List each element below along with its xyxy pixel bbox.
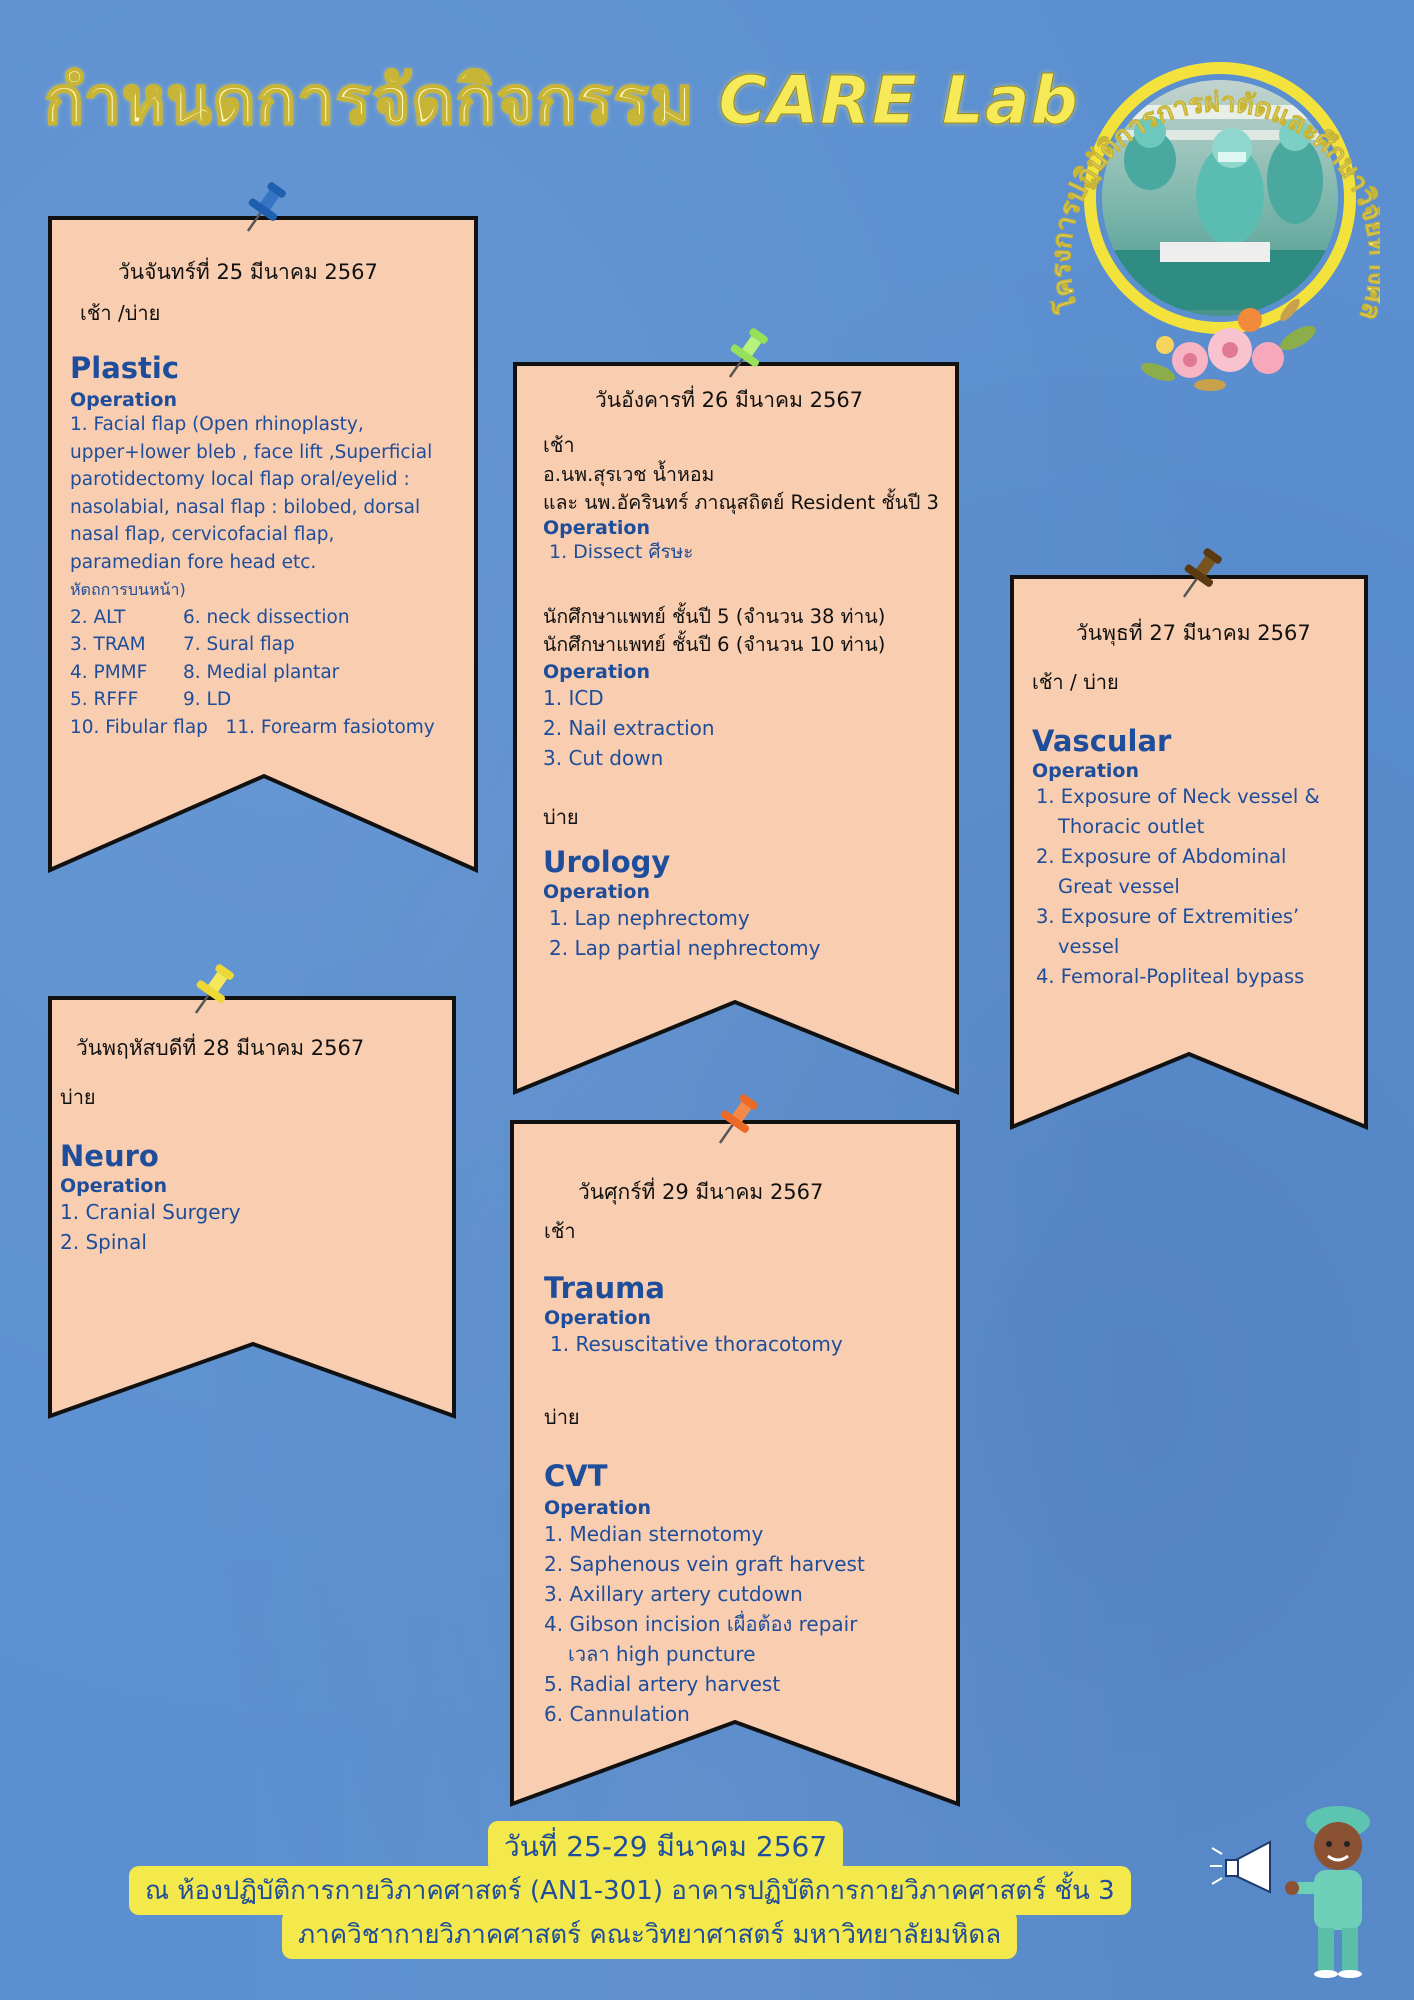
monday-item: 2. ALT: [70, 606, 126, 628]
friday-operation-label: Operation: [544, 1497, 652, 1519]
friday-item: 3. Axillary artery cutdown: [544, 1582, 803, 1606]
monday-time: เช้า /บ่าย: [80, 301, 161, 325]
tuesday-afternoon: บ่าย: [543, 804, 579, 829]
tuesday-item: 1. Lap nephrectomy: [549, 905, 750, 930]
title-thai: กำหนดการจัดกิจกรรม: [43, 61, 695, 140]
tuesday-morning: เช้า: [543, 433, 575, 457]
friday-item: 6. Cannulation: [544, 1702, 690, 1726]
card-monday-shape: [48, 216, 478, 874]
friday-item: 2. Saphenous vein graft harvest: [544, 1552, 865, 1576]
monday-operation-label: Operation: [70, 389, 178, 411]
tuesday-dept: Urology: [543, 844, 671, 879]
thursday-item: 2. Spinal: [60, 1230, 147, 1254]
card-tuesday: วันอังคารที่ 26 มีนาคม 2567 เช้า อ.นพ.สุ…: [513, 362, 959, 1096]
friday-operation-label: Operation: [544, 1307, 652, 1329]
tuesday-date: วันอังคารที่ 26 มีนาคม 2567: [595, 388, 864, 412]
page-title: กำหนดการจัดกิจกรรม CARE Lab: [43, 48, 1079, 153]
monday-item: 9. LD: [183, 689, 232, 710]
monday-item: 3. TRAM: [70, 634, 146, 655]
wednesday-item: 3. Exposure of Extremities’: [1036, 905, 1300, 928]
title-brand: CARE Lab: [718, 62, 1079, 140]
project-emblem: โครงการปฏิบัติการการผ่าตัดและศึกษาวิจัยท…: [1040, 20, 1380, 420]
monday-line: paramedian fore head etc.: [70, 551, 317, 573]
thursday-dept: Neuro: [60, 1139, 159, 1173]
pushpin-icon: [1182, 548, 1222, 598]
card-friday: วันศุกร์ที่ 29 มีนาคม 2567 เช้า Trauma O…: [510, 1120, 962, 1810]
monday-line: 1. Facial flap (Open rhinoplasty,: [70, 414, 364, 435]
wednesday-item: 4. Femoral-Popliteal bypass: [1036, 965, 1305, 988]
tuesday-item: 1. Dissect ศีรษะ: [549, 541, 694, 563]
monday-dept: Plastic: [70, 351, 180, 385]
friday-dept-cvt: CVT: [544, 1459, 608, 1493]
footer-department: ภาควิชากายวิภาคศาสตร์ คณะวิทยาศาสตร์ มหา…: [282, 1910, 1018, 1959]
monday-line: upper+lower bleb , face lift ,Superficia…: [70, 441, 433, 463]
monday-item: 5. RFFF: [70, 689, 139, 710]
monday-item: 4. PMMF: [70, 661, 148, 683]
megaphone-icon: [1210, 1840, 1271, 1894]
pushpin-icon: [194, 964, 234, 1014]
wednesday-item-cont: Thoracic outlet: [1058, 815, 1205, 838]
friday-item: 1. Resuscitative thoracotomy: [550, 1332, 843, 1356]
pushpin-icon: [728, 328, 768, 378]
tuesday-students: นักศึกษาแพทย์ ชั้นปี 5 (จำนวน 38 ท่าน): [543, 604, 886, 628]
friday-item: 1. Median sternotomy: [544, 1522, 764, 1546]
card-monday: วันจันทร์ที่ 25 มีนาคม 2567 เช้า /บ่าย P…: [48, 216, 478, 876]
pushpin-icon: [718, 1094, 758, 1144]
friday-dept-trauma: Trauma: [544, 1271, 665, 1305]
tuesday-item: 1. ICD: [543, 685, 604, 710]
monday-line: nasal flap, cervicofacial flap,: [70, 524, 335, 545]
tuesday-operation-label: Operation: [543, 660, 651, 683]
thursday-operation-label: Operation: [60, 1175, 168, 1197]
tuesday-students: นักศึกษาแพทย์ ชั้นปี 6 (จำนวน 10 ท่าน): [543, 632, 886, 656]
monday-line: nasolabial, nasal flap : bilobed, dorsal: [70, 496, 421, 518]
card-wednesday: วันพุธที่ 27 มีนาคม 2567 เช้า / บ่าย Vas…: [1010, 575, 1370, 1131]
wednesday-item-cont: vessel: [1058, 935, 1120, 958]
friday-item: 5. Radial artery harvest: [544, 1672, 781, 1696]
pushpin-icon: [246, 182, 286, 232]
monday-date: วันจันทร์ที่ 25 มีนาคม 2567: [118, 260, 378, 284]
monday-line: parotidectomy local flap oral/eyelid :: [70, 469, 410, 490]
wednesday-item: 1. Exposure of Neck vessel &: [1036, 785, 1320, 808]
footer-location: ณ ห้องปฏิบัติการกายวิภาคศาสตร์ (AN1-301)…: [129, 1866, 1131, 1915]
thursday-date: วันพฤหัสบดีที่ 28 มีนาคม 2567: [76, 1036, 365, 1060]
wednesday-date: วันพุธที่ 27 มีนาคม 2567: [1076, 621, 1311, 645]
monday-item: 7. Sural flap: [183, 634, 295, 655]
card-tuesday-shape: [513, 362, 959, 1095]
tuesday-item: 2. Lap partial nephrectomy: [549, 935, 821, 960]
card-thursday: วันพฤหัสบดีที่ 28 มีนาคม 2567 บ่าย Neuro…: [48, 996, 458, 1420]
wednesday-operation-label: Operation: [1032, 760, 1140, 782]
wednesday-item: 2. Exposure of Abdominal: [1036, 845, 1287, 868]
friday-item-cont: เวลา high puncture: [568, 1642, 756, 1666]
tuesday-item: 2. Nail extraction: [543, 715, 715, 740]
tuesday-staff: และ นพ.อัครินทร์ ภาณุสถิตย์ Resident ชั้…: [543, 491, 939, 514]
monday-item-last: 10. Fibular flap 11. Forearm fasiotomy: [70, 716, 435, 738]
card-wednesday-shape: [1010, 575, 1368, 1130]
wednesday-item-cont: Great vessel: [1058, 875, 1180, 898]
thursday-item: 1. Cranial Surgery: [60, 1200, 241, 1224]
wednesday-dept: Vascular: [1032, 724, 1172, 758]
friday-afternoon: บ่าย: [544, 1405, 580, 1429]
monday-item: 8. Medial plantar: [183, 661, 340, 683]
friday-date: วันศุกร์ที่ 29 มีนาคม 2567: [578, 1180, 824, 1204]
monday-line: หัตถการบนหน้า): [70, 580, 186, 599]
footer-date: วันที่ 25-29 มีนาคม 2567: [488, 1821, 844, 1873]
friday-morning: เช้า: [544, 1219, 576, 1243]
card-thursday-shape: [48, 996, 456, 1419]
wednesday-time: เช้า / บ่าย: [1032, 670, 1119, 694]
tuesday-staff: อ.นพ.สุรเวช น้ำหอม: [543, 463, 715, 486]
tuesday-operation-label: Operation: [543, 517, 651, 539]
friday-item: 4. Gibson incision เผื่อต้อง repair: [544, 1612, 858, 1636]
tuesday-operation-label: Operation: [543, 880, 651, 903]
monday-item: 6. neck dissection: [183, 606, 350, 628]
emblem-graphic: โครงการปฏิบัติการการผ่าตัดและศึกษาวิจัยท…: [1040, 20, 1380, 391]
doctor-megaphone-illustration: [1210, 1806, 1370, 1978]
thursday-time: บ่าย: [60, 1085, 96, 1109]
flower-decoration: [1140, 298, 1316, 391]
card-friday-shape: [510, 1120, 960, 1807]
tuesday-item: 3. Cut down: [543, 745, 664, 770]
